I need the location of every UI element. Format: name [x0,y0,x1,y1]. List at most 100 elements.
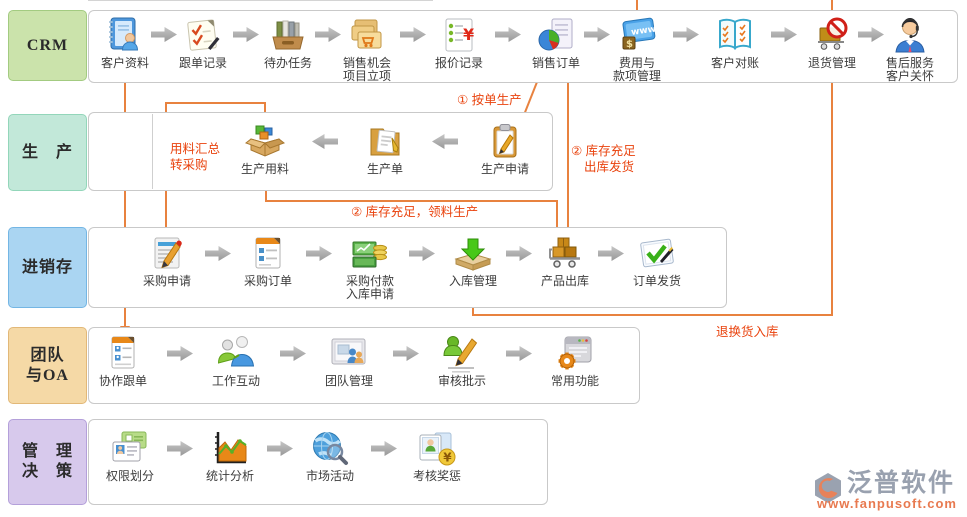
flow-item-label: 产品出库 [523,275,607,288]
flow-item-label-line: 客户对账 [710,56,759,70]
flow-item-label-line: 工作互动 [211,374,260,388]
flow-item-functions-gear: 常用功能 [533,333,617,388]
order-pie-icon [534,15,578,55]
flow-item-label: 费用与款项管理 [595,57,679,83]
flow-item-label: 报价记录 [417,57,501,70]
market-globe-icon [308,428,352,468]
flow-item-approve-write: 审核批示 [420,333,504,388]
lane-box-management [88,419,548,505]
flow-item-label-line: 生产单 [366,162,403,176]
lane-label-text: 决 策 [21,463,73,480]
return-cart-icon [810,15,854,55]
watermark: 泛普软件 www.fanpusoft.com [812,470,957,511]
ledger-book-icon [713,15,757,55]
flow-item-folders-cart: 销售机会项目立项 [325,15,409,83]
annotation-return-inbound: 退换货入库 [716,324,779,340]
flow-item-clipboard: 生产申请 [463,121,547,176]
lane-label-inventory: 进销存 [8,227,87,308]
flow-item-label: 退货管理 [790,57,874,70]
lane-box-production [88,112,553,191]
flow-item-label-line: 退货管理 [807,56,856,70]
flow-item-production-folder: 生产单 [343,121,427,176]
flow-item-label-line: 入库管理 [448,274,497,288]
flow-item-label: 常用功能 [533,375,617,388]
production-folder-icon [363,121,407,161]
flow-item-permission-cards: 权限划分 [88,428,172,483]
flow-item-label-line: 入库申请 [345,287,394,301]
annotation-material-to-purchase: 用料汇总转采购 [170,141,220,173]
annotation-make-to-order: ① 按单生产 [457,92,522,108]
flow-item-collab-doc: 协作跟单 [81,333,165,388]
annotation-line: 出库发货 [584,160,635,174]
flow-item-label: 工作互动 [194,375,278,388]
payment-money-icon [348,233,392,273]
flow-item-return-cart: 退货管理 [790,15,874,70]
lane-box-crm [88,10,958,83]
purchase-request-icon [145,233,189,273]
svg-text:¥: ¥ [443,451,452,465]
flow-item-label-line: 客户关怀 [885,69,934,83]
flow-item-service-person: 售后服务客户关怀 [868,15,952,83]
flow-item-label: 采购订单 [226,275,310,288]
lane-label-text: 管 理 [21,443,73,460]
flow-item-label-line: 销售订单 [531,56,580,70]
flow-item-payment-money: 采购付款入库申请 [328,233,412,301]
flow-item-inbound-box: 入库管理 [431,233,515,288]
flow-item-book-person: 客户资料 [83,15,167,70]
reward-photo-icon: ¥ [415,428,459,468]
approve-write-icon [440,333,484,373]
flow-item-label: 生产申请 [463,163,547,176]
flow-item-label-line: 产品出库 [540,274,589,288]
flow-item-market-globe: 市场活动 [288,428,372,483]
flow-item-label-line: 生产申请 [480,162,529,176]
annotation-line: 转采购 [170,158,208,172]
flow-item-label: 入库管理 [431,275,515,288]
flow-item-quote-page: ¥报价记录 [417,15,501,70]
flow-item-label: 售后服务客户关怀 [868,57,952,83]
flow-item-task-tray: 待办任务 [246,15,330,70]
purchase-order-icon [246,233,290,273]
flow-item-label-line: 统计分析 [205,469,254,483]
flow-item-label: 生产用料 [223,163,307,176]
flow-item-label: 采购申请 [125,275,209,288]
flow-item-order-pie: 销售订单 [514,15,598,70]
flow-item-label-line: 报价记录 [434,56,483,70]
annotation-line: ① 按单生产 [457,93,522,107]
flow-item-reward-photo: ¥考核奖惩 [395,428,479,483]
flow-item-label-line: 常用功能 [550,374,599,388]
flow-item-label: 市场活动 [288,470,372,483]
permission-cards-icon [108,428,152,468]
collab-doc-icon [101,333,145,373]
annotation-line: ② 库存充足 [571,144,636,158]
flow-item-label-line: 订单发货 [632,274,681,288]
annotation-line: 退换货入库 [716,325,779,339]
interaction-people-icon [214,333,258,373]
flow-item-label: 待办任务 [246,57,330,70]
flow-item-purchase-request: 采购申请 [125,233,209,288]
expense-screen-icon: www$ [615,15,659,55]
brand-name: 泛普软件 [846,469,955,497]
folders-cart-icon [345,15,389,55]
svg-text:$: $ [626,39,633,50]
flow-item-label-line: 销售机会 [342,56,391,70]
flow-item-label-line: 采购申请 [142,274,191,288]
flow-item-team-frame: 团队管理 [307,333,391,388]
lane-label-production: 生 产 [8,114,87,191]
lane-label-management: 管 理决 策 [8,419,87,505]
flow-item-label: 销售机会项目立项 [325,57,409,83]
annotation-stock-enough-ship: ② 库存充足出库发货 [571,143,636,175]
flow-item-label: 跟单记录 [161,57,245,70]
svg-text:www: www [631,25,657,38]
flow-item-label: 统计分析 [188,470,272,483]
flow-item-label: 团队管理 [307,375,391,388]
annotation-line: ② 库存充足，领料生产 [351,205,479,219]
lane-label-crm: CRM [8,10,87,81]
lane-label-team-oa: 团队与OA [8,327,87,404]
clipboard-icon [483,121,527,161]
lane-label-text: CRM [26,36,69,54]
top-border-segment [88,0,433,1]
outbound-cart-icon [543,233,587,273]
flow-item-label: 协作跟单 [81,375,165,388]
inbound-box-icon [451,233,495,273]
service-person-icon [888,15,932,55]
